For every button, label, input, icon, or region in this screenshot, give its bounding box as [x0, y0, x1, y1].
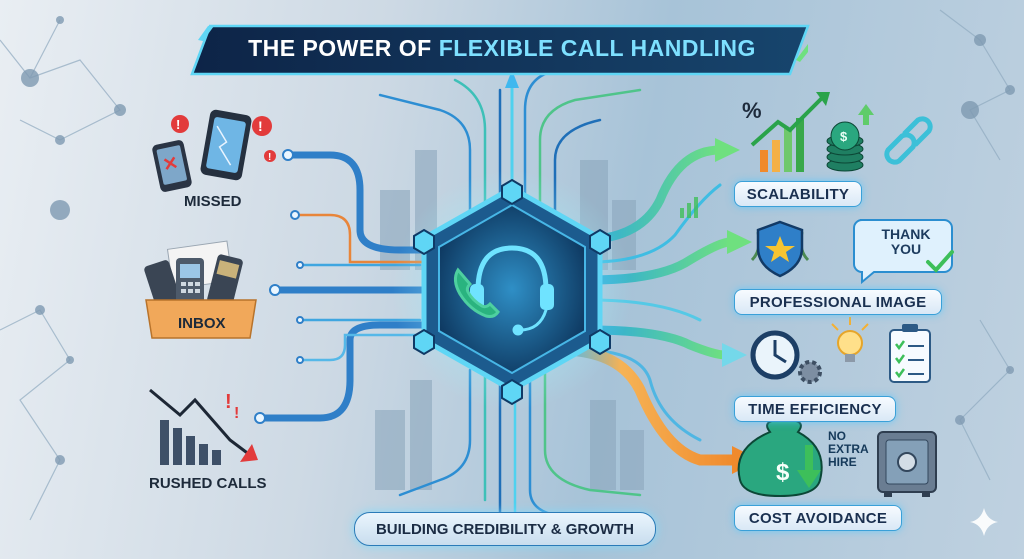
thank-you-text: THANK YOU [866, 227, 946, 257]
circuit-traces-bottom [398, 368, 642, 522]
declining-chart-icon: ! ! [149, 388, 258, 465]
svg-text:!: ! [176, 117, 180, 132]
note-line-1: NO [828, 429, 846, 443]
no-extra-hire-note: NO EXTRA HIRE [828, 430, 869, 469]
note-line-2: EXTRA [828, 442, 869, 456]
missed-label: MISSED [184, 193, 242, 210]
hub-hexagon-inner [438, 203, 586, 375]
svg-text:!: ! [234, 405, 239, 422]
circuit-traces-top [378, 70, 642, 217]
scalability-label: SCALABILITY [734, 181, 862, 207]
broken-phone-icon: ! ! ! [152, 109, 276, 192]
cost-avoidance-label: COST AVOIDANCE [734, 505, 902, 531]
svg-text:$: $ [840, 129, 848, 144]
mini-chart-icon [680, 197, 698, 218]
svg-text:$: $ [776, 459, 790, 486]
city-skyline-decoration [375, 150, 644, 490]
page-title: THE POWER OF FLEXIBLE CALL HANDLING [196, 24, 808, 72]
network-nodes-decoration [21, 16, 1015, 465]
footer-banner: BUILDING CREDIBILITY & GROWTH [354, 512, 656, 546]
hub-vertex-nodes [413, 178, 611, 406]
shield-star-icon [750, 220, 810, 278]
svg-text:!: ! [225, 391, 232, 413]
time-efficiency-label: TIME EFFICIENCY [734, 396, 896, 422]
thank-you-bubble [853, 219, 954, 285]
left-trace-endpoints [254, 149, 304, 424]
title-banner-shape [190, 24, 810, 76]
money-bag-icon: $ [737, 419, 823, 498]
title-prefix: THE POWER OF [248, 34, 432, 61]
clock-gears-icon [750, 317, 931, 384]
note-line-3: HIRE [828, 455, 857, 469]
svg-text:!: ! [268, 152, 271, 163]
safe-icon [877, 431, 937, 497]
inbox-phones-icon [144, 240, 257, 339]
title-highlight: FLEXIBLE CALL HANDLING [438, 34, 756, 61]
rushed-calls-label: RUSHED CALLS [149, 475, 267, 492]
you-line: YOU [890, 241, 922, 257]
growth-chart-coins-icon: % $ [742, 92, 933, 172]
headset-phone-icon [453, 245, 554, 336]
inbox-label: INBOX [178, 315, 226, 332]
professional-image-label: PROFESSIONAL IMAGE [734, 289, 942, 315]
svg-text:%: % [742, 98, 762, 123]
network-lines-decoration [0, 9, 1011, 521]
sparkle-icon [970, 508, 998, 536]
thank-line: THANK [881, 226, 931, 242]
svg-text:!: ! [258, 118, 263, 134]
up-arrow-icon [505, 70, 519, 88]
